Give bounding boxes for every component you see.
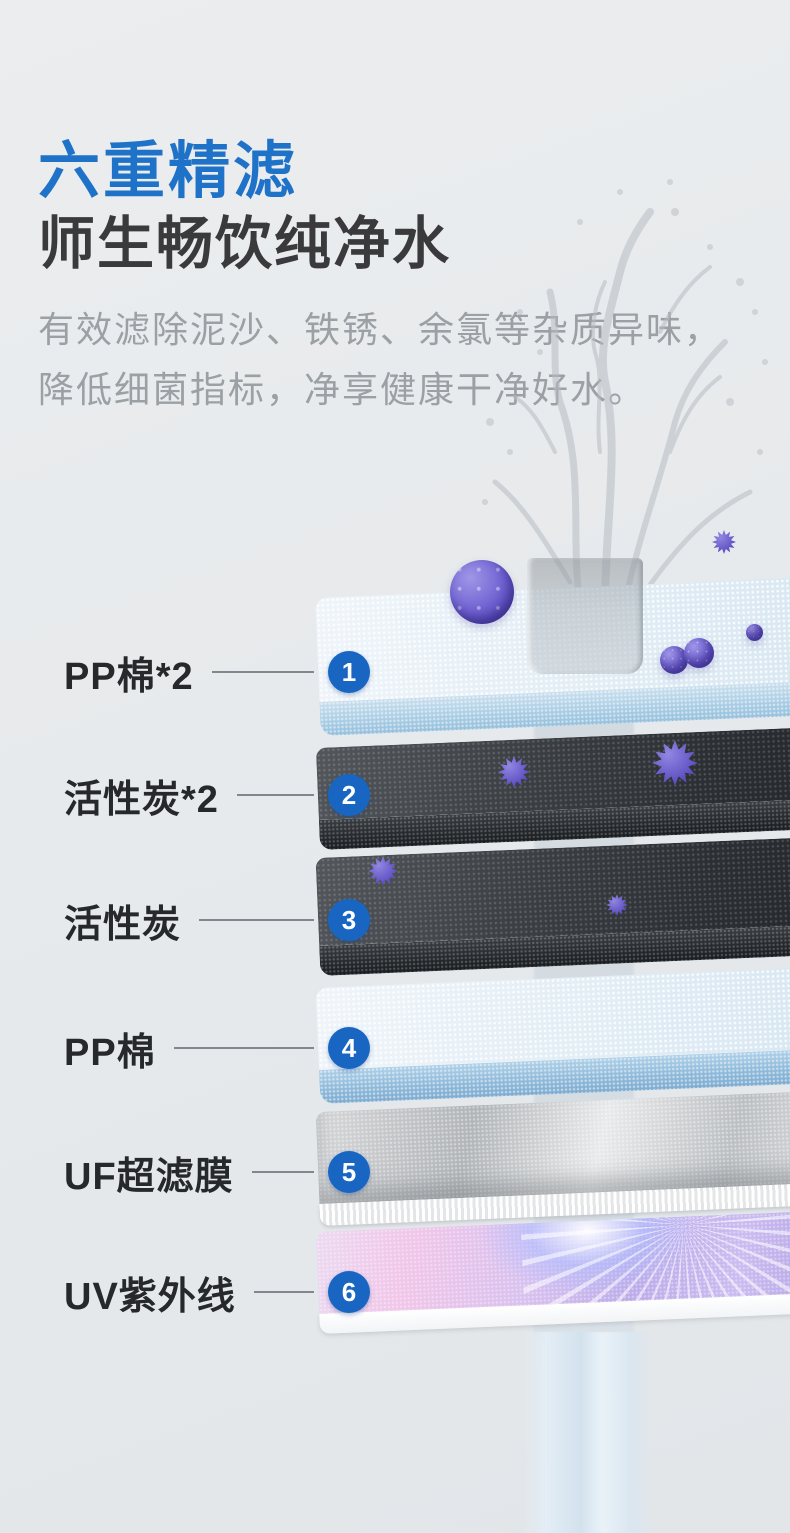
description-line-2: 降低细菌指标，净享健康干净好水。: [38, 369, 647, 410]
bacteria-particle-large: [450, 560, 514, 624]
water-inlet-stream: [527, 558, 643, 674]
connector-line: [253, 1291, 314, 1293]
connector-line: [236, 794, 314, 796]
layer-pp-cotton-2: [315, 966, 790, 1104]
bacteria-particle-small: [746, 624, 763, 641]
connector-line: [211, 671, 314, 673]
water-splash-illustration: [482, 179, 768, 611]
bacteria-particle: [660, 646, 688, 674]
connector-line: [251, 1171, 314, 1173]
layer-activated-carbon-1: [315, 726, 790, 850]
step-badge-6: 6: [328, 1271, 370, 1313]
filter-label-4: PP棉: [64, 1031, 156, 1074]
layer-uf-membrane: [315, 1090, 790, 1226]
page-subtitle: 师生畅饮纯净水: [38, 212, 451, 276]
connector-line: [199, 919, 314, 921]
filter-row-5: UF超滤膜 5: [64, 1150, 370, 1198]
filter-label-1: PP棉*2: [64, 655, 194, 698]
filter-label-3: 活性炭: [64, 903, 182, 946]
step-badge-5: 5: [328, 1151, 370, 1193]
page-title: 六重精滤: [38, 137, 299, 206]
filter-label-2: 活性炭*2: [64, 778, 219, 821]
step-badge-2: 2: [328, 774, 370, 816]
filter-row-2: 活性炭*2 2: [64, 773, 370, 821]
step-badge-3: 3: [328, 899, 370, 941]
step-badge-1: 1: [328, 651, 370, 693]
clean-water-stream: [524, 1332, 650, 1533]
filter-row-3: 活性炭 3: [64, 898, 370, 946]
filter-row-1: PP棉*2 1: [64, 650, 370, 698]
layer-uv-light: [315, 1210, 790, 1334]
step-badge-4: 4: [328, 1027, 370, 1069]
uv-glow-rays: [520, 1210, 790, 1306]
bacteria-particle: [684, 638, 714, 668]
filter-label-6: UV紫外线: [64, 1275, 236, 1318]
connector-line: [173, 1047, 314, 1049]
layer-activated-carbon-2: [315, 836, 790, 976]
filter-row-4: PP棉 4: [64, 1026, 370, 1074]
filter-row-6: UV紫外线 6: [64, 1270, 370, 1318]
filter-label-5: UF超滤膜: [64, 1155, 234, 1198]
